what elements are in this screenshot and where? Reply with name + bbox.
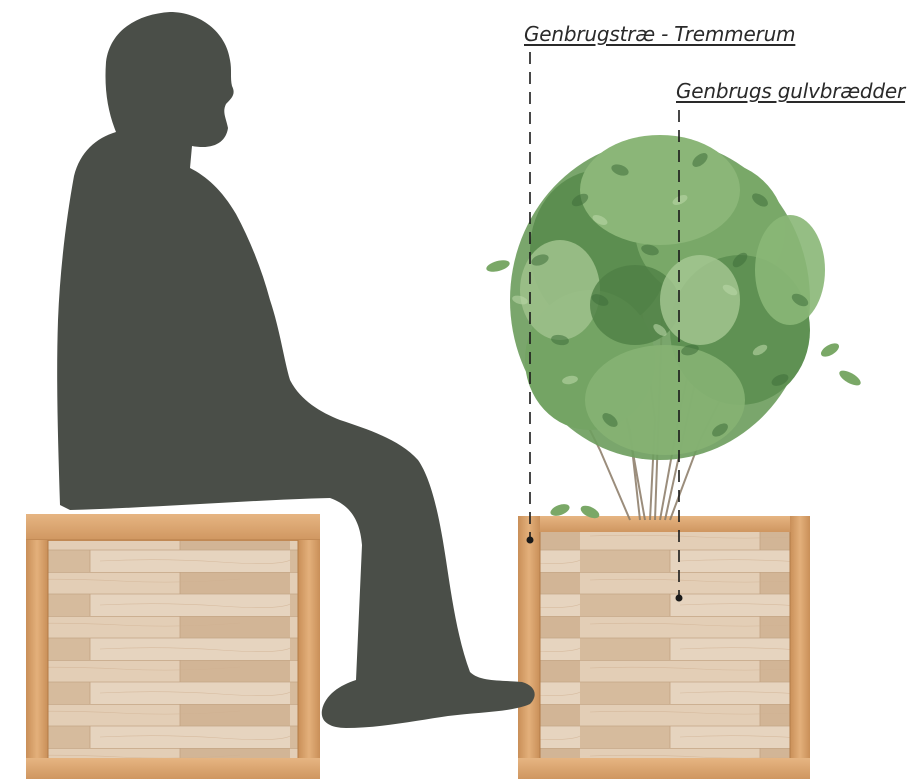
planter-top-rail — [518, 516, 810, 532]
bench-left-post — [26, 540, 48, 779]
planter-right-post — [790, 516, 810, 779]
annotation-reclaimed-wood: Genbrugstræ - Tremmerum — [524, 22, 795, 46]
bench-panel — [48, 540, 318, 779]
planter-bottom-rail — [518, 758, 810, 779]
bench-top-rail — [26, 514, 320, 541]
annotation-reclaimed-floorboards: Genbrugs gulvbrædder — [676, 79, 905, 103]
leader-dot-reclaimed-floorboards — [676, 595, 683, 602]
bench-bottom-rail — [26, 758, 320, 779]
bench-right-post — [298, 540, 320, 779]
planter-panel — [540, 530, 790, 779]
leader-dot-reclaimed-wood — [527, 537, 534, 544]
planter-left-post — [518, 516, 540, 779]
bench-box — [26, 514, 320, 779]
plant-icon — [485, 135, 863, 521]
planter-box — [518, 516, 810, 779]
